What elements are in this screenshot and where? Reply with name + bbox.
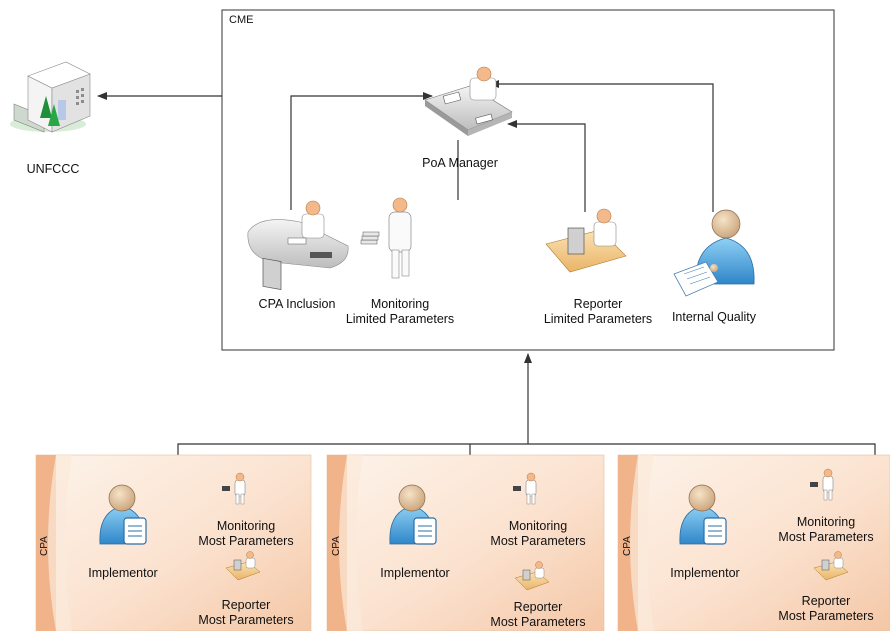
reporter-most-line1-2: Reporter [513, 600, 563, 614]
cpa-panel-3 [617, 454, 890, 632]
monitoring-limited-line1: Monitoring [370, 297, 430, 311]
implementor-icon-2 [389, 484, 437, 545]
poa-manager-icon [424, 66, 513, 136]
cme-box [221, 9, 835, 351]
poa-manager-label: PoA Manager [422, 156, 498, 170]
cpa-panel-2 [326, 454, 605, 632]
building-icon [10, 61, 91, 133]
monitoring-most-label-2: Monitoring Most Parameters [478, 519, 598, 549]
monitoring-most-line1-1: Monitoring [216, 519, 276, 533]
reporter-desk-icon [545, 208, 627, 273]
internal-quality-person-icon [673, 209, 755, 297]
cme-connectors [97, 80, 876, 455]
reporter-small-icon-1 [225, 551, 261, 581]
reporter-limited-line1: Reporter [573, 297, 623, 311]
cpa-inclusion-label: CPA Inclusion [258, 297, 336, 311]
monitoring-most-line2-3: Most Parameters [778, 530, 874, 544]
reporter-most-label-2: Reporter Most Parameters [478, 600, 598, 630]
monitoring-most-line1-2: Monitoring [508, 519, 568, 533]
monitoring-person-icon [360, 197, 412, 279]
implementor-label-2: Implementor [380, 566, 450, 580]
reporter-most-line1-1: Reporter [221, 598, 271, 612]
monitoring-most-label-1: Monitoring Most Parameters [186, 519, 306, 549]
cpa-tab-label-3: CPA [622, 536, 633, 556]
monitoring-small-icon-2 [513, 472, 537, 505]
reporter-most-line2-3: Most Parameters [778, 609, 874, 623]
reporter-small-icon-2 [514, 561, 550, 591]
cme-title: CME [229, 14, 254, 26]
reporter-most-line1-3: Reporter [801, 594, 851, 608]
implementor-icon-3 [679, 484, 727, 545]
cpa-tab-label-1: CPA [39, 536, 50, 556]
reporter-most-label-1: Reporter Most Parameters [186, 598, 306, 628]
monitoring-most-line2-2: Most Parameters [490, 534, 586, 548]
reporter-limited-line2: Limited Parameters [543, 312, 653, 326]
monitoring-small-icon-1 [222, 472, 246, 505]
monitoring-limited-label: Monitoring Limited Parameters [330, 297, 470, 327]
monitoring-most-label-3: Monitoring Most Parameters [766, 515, 886, 545]
reporter-limited-label: Reporter Limited Parameters [528, 297, 668, 327]
cpa-inclusion-icon [247, 200, 349, 290]
monitoring-most-line2-1: Most Parameters [198, 534, 294, 548]
cpa-panel-1 [35, 454, 312, 632]
reporter-most-line2-2: Most Parameters [490, 615, 586, 629]
reporter-most-line2-1: Most Parameters [198, 613, 294, 627]
unfccc-label: UNFCCC [26, 162, 80, 176]
implementor-label-1: Implementor [88, 566, 158, 580]
monitoring-limited-line2: Limited Parameters [345, 312, 455, 326]
implementor-label-3: Implementor [670, 566, 740, 580]
internal-quality-label: Internal Quality [671, 310, 757, 324]
cpa-tab-label-2: CPA [331, 536, 342, 556]
monitoring-small-icon-3 [810, 468, 834, 501]
monitoring-most-line1-3: Monitoring [796, 515, 856, 529]
reporter-small-icon-3 [813, 551, 849, 581]
reporter-most-label-3: Reporter Most Parameters [766, 594, 886, 624]
implementor-icon-1 [99, 484, 147, 545]
